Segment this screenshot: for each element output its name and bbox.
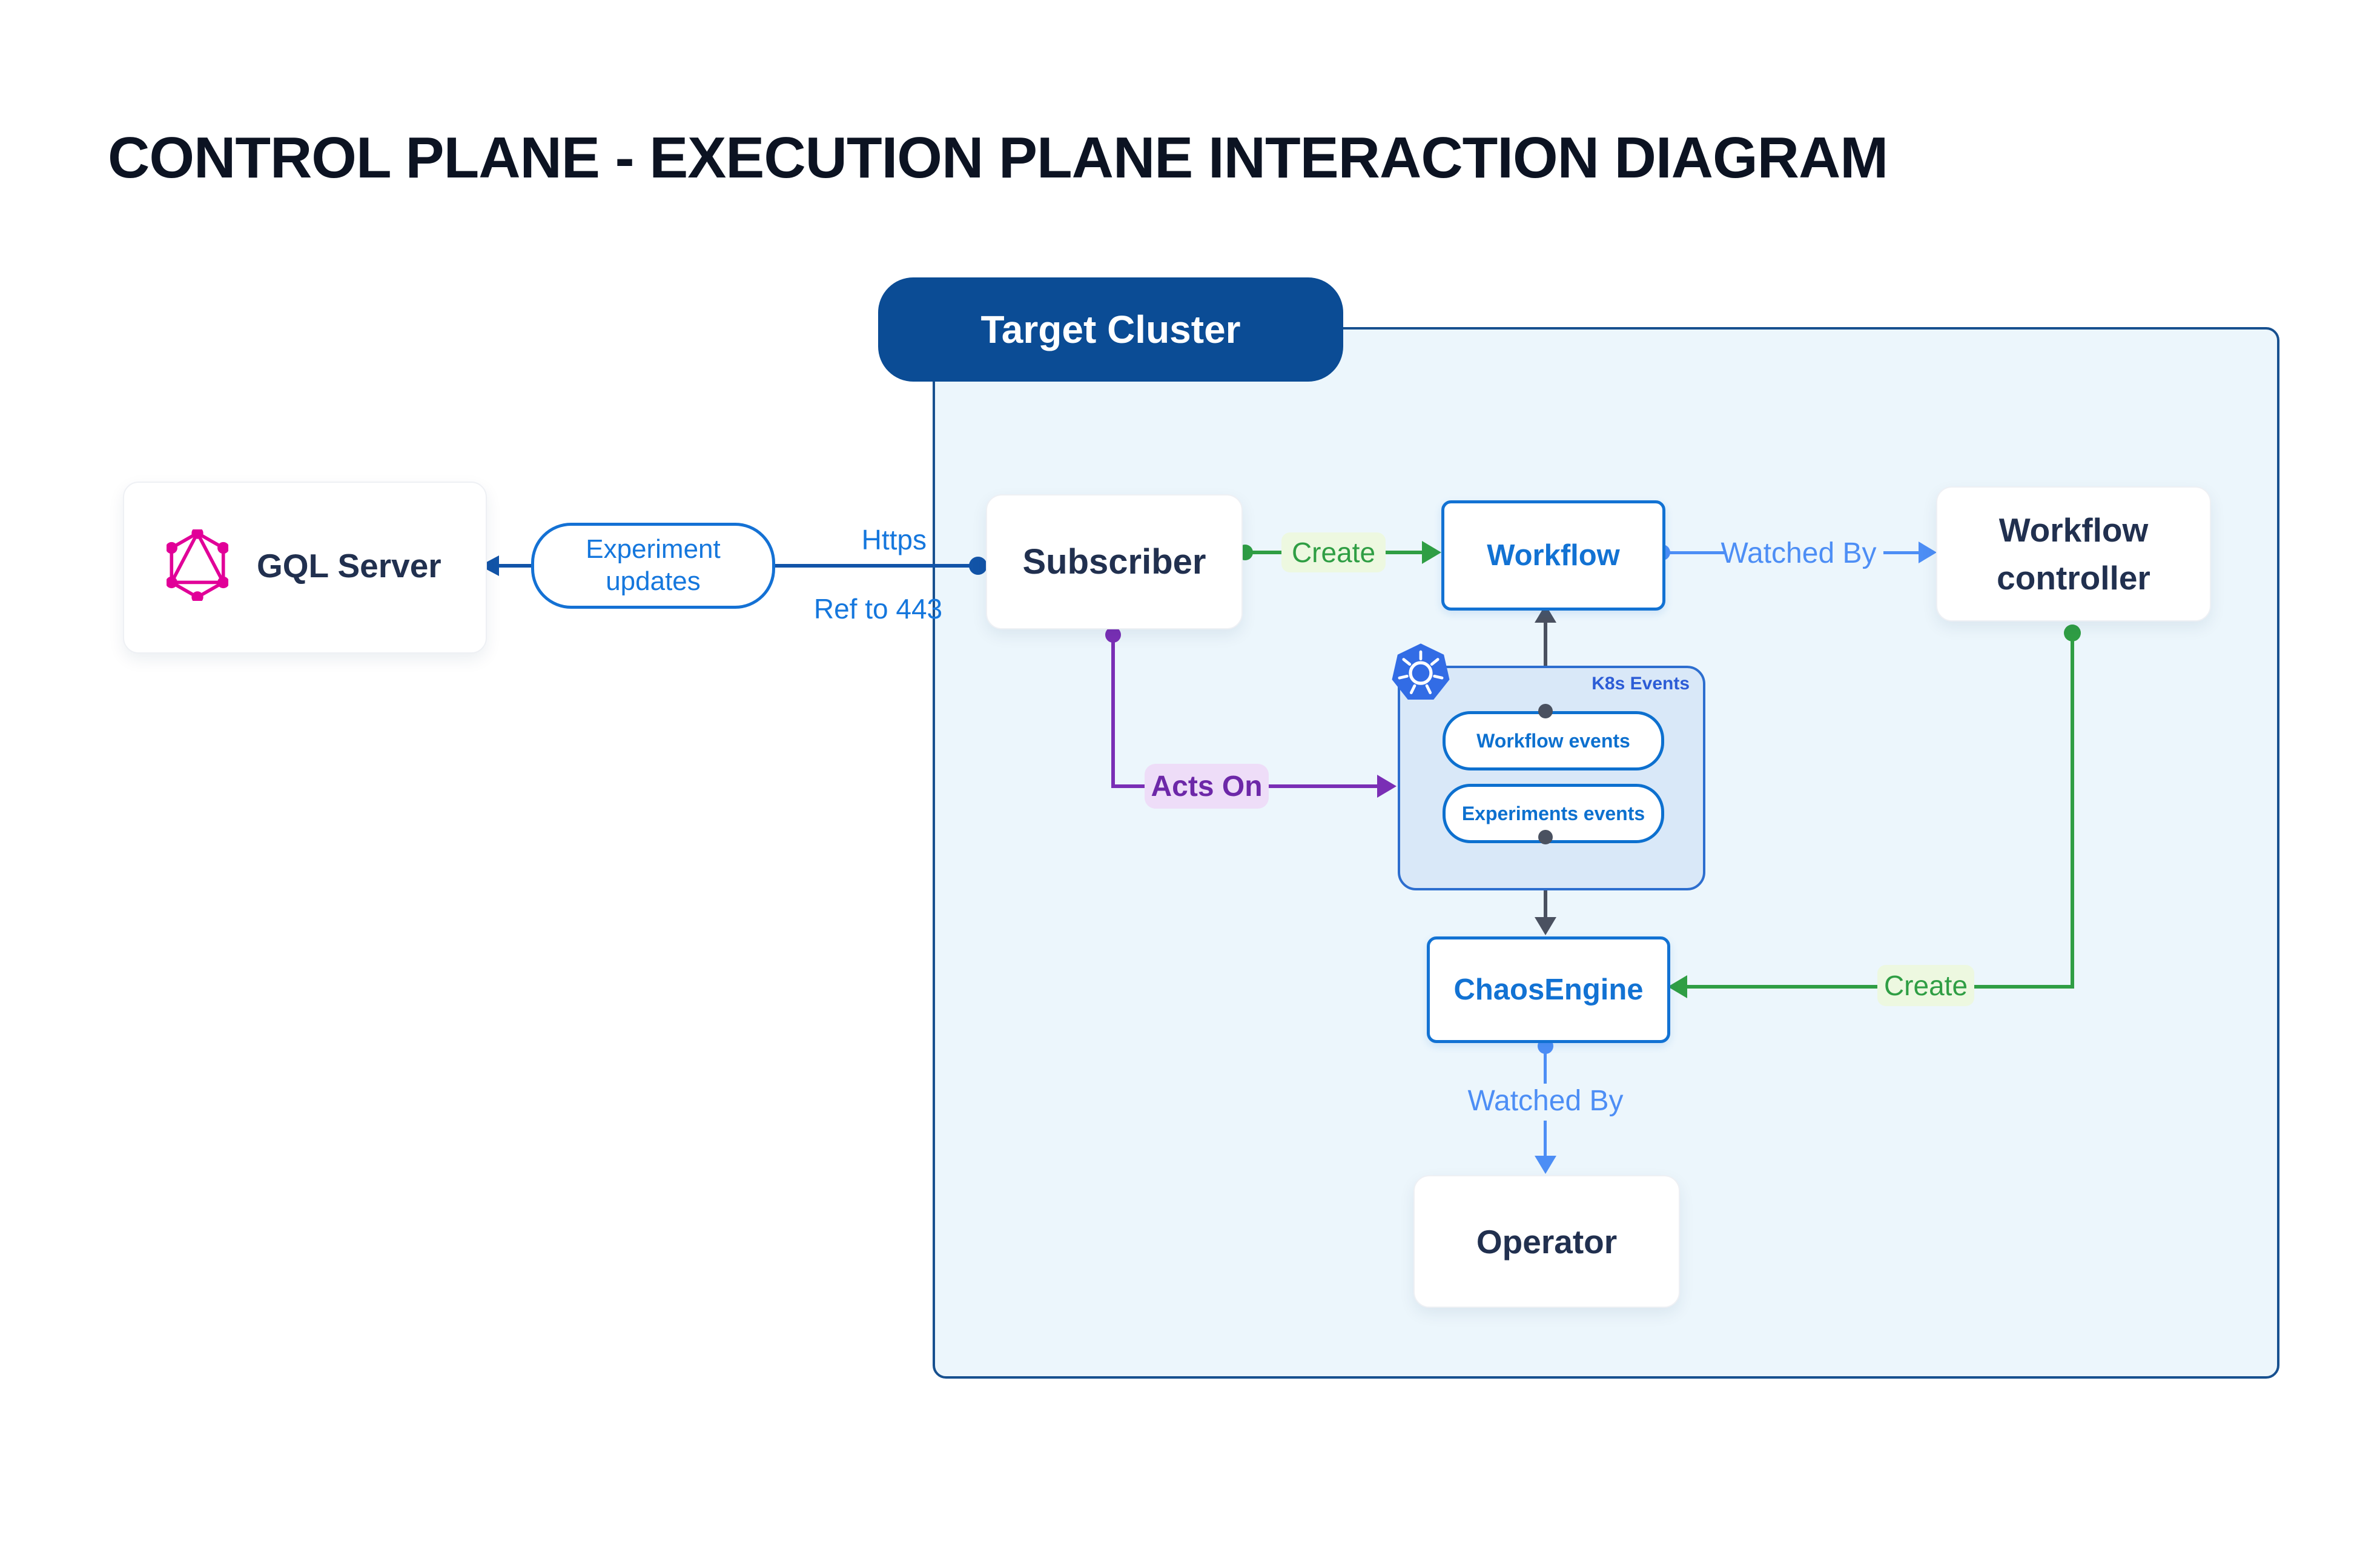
- edge-dot-experiments-events: [1538, 830, 1553, 844]
- watchedby-chaosengine-edge-label: Watched By: [1467, 1085, 1624, 1117]
- edge-line-oval-to-gql: [495, 564, 532, 568]
- create-workflow-edge-label: Create: [1281, 532, 1386, 572]
- graphql-icon: [165, 527, 230, 603]
- edge-line-create-b: [1386, 551, 1422, 554]
- subscriber-label: Subscriber: [1022, 542, 1206, 581]
- page-title: CONTROL PLANE - EXECUTION PLANE INTERACT…: [108, 125, 1888, 190]
- target-cluster-label: Target Cluster: [980, 308, 1241, 351]
- gql-server-node: GQL Server: [123, 482, 487, 654]
- workflow-events-pill: Workflow events: [1443, 711, 1664, 770]
- workflow-controller-node: Workflow controller: [1936, 486, 2211, 621]
- arrowhead-into-workflow-controller: [1919, 542, 1937, 563]
- edge-line-watchedby2-b: [1544, 1121, 1547, 1157]
- gql-server-label: GQL Server: [257, 547, 441, 585]
- experiment-updates-pill: Experiment updates: [531, 523, 775, 609]
- edge-line-create-a: [1245, 551, 1281, 554]
- k8s-events-label: K8s Events: [1592, 674, 1690, 694]
- arrowhead-into-k8s-events: [1377, 775, 1397, 798]
- watchedby-workflow-edge-label: Watched By: [1721, 537, 1877, 569]
- subscriber-node: Subscriber: [986, 494, 1243, 629]
- kubernetes-icon: [1389, 638, 1453, 706]
- edge-line-create2-vertical: [2071, 634, 2074, 987]
- target-cluster-badge: Target Cluster: [878, 277, 1343, 382]
- experiment-updates-label: Experiment updates: [586, 534, 721, 596]
- edge-line-watchedby1-b: [1883, 551, 1921, 554]
- edge-line-acts-on-a: [1111, 784, 1145, 788]
- workflow-label: Workflow: [1487, 539, 1620, 572]
- edge-line-create2-b: [1687, 985, 1877, 989]
- create-chaosengine-edge-label: Create: [1877, 965, 1974, 1006]
- k8s-events-group: [1398, 666, 1705, 890]
- operator-node: Operator: [1413, 1175, 1680, 1308]
- edge-line-create2-a: [1974, 985, 2074, 989]
- edge-line-watchedby1-a: [1662, 551, 1726, 554]
- edge-origin-dot-subscriber: [969, 557, 987, 575]
- acts-on-edge-label: Acts On: [1145, 764, 1269, 809]
- edge-line-acts-on-b: [1269, 784, 1377, 788]
- edge-line-subscriber-to-oval: [768, 564, 976, 568]
- workflow-controller-label: Workflow controller: [1997, 511, 2150, 597]
- chaosengine-node: ChaosEngine: [1427, 936, 1670, 1043]
- https-annotation: Https: [861, 524, 927, 555]
- arrowhead-into-operator: [1535, 1156, 1556, 1174]
- edge-dot-workflow-events: [1538, 704, 1553, 718]
- workflow-events-label: Workflow events: [1476, 729, 1630, 752]
- edge-line-watchedby2-a: [1544, 1046, 1547, 1084]
- arrowhead-into-chaosengine: [1668, 975, 1687, 998]
- operator-label: Operator: [1476, 1222, 1618, 1261]
- edge-line-acts-on-vertical: [1111, 635, 1115, 786]
- arrowhead-into-workflow: [1422, 541, 1441, 564]
- experiments-events-label: Experiments events: [1461, 802, 1645, 824]
- workflow-node: Workflow: [1441, 500, 1665, 611]
- ref-to-443-annotation: Ref to 443: [813, 593, 943, 625]
- chaosengine-label: ChaosEngine: [1453, 973, 1644, 1006]
- arrowhead-down-into-chaosengine: [1535, 917, 1556, 935]
- experiments-events-pill: Experiments events: [1443, 784, 1664, 843]
